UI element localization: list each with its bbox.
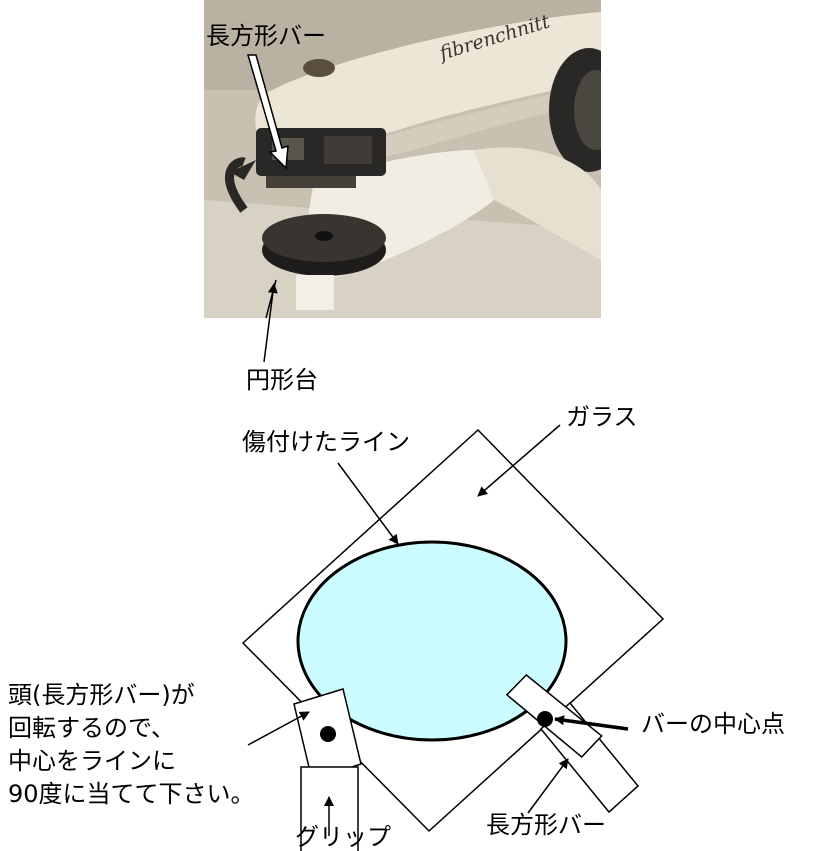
scored-line-ellipse [296,540,568,742]
note-pointer [247,711,310,746]
scored-line-label: 傷付けたライン [242,428,410,456]
scored-line-pointer [337,462,399,545]
glass-pointer [477,424,561,497]
right-bar-center-dot [537,711,553,727]
right-bar-pointer [527,758,569,814]
grip-label: グリップ [295,823,391,851]
circular-base-pointer [263,283,278,363]
tool-upper-arm [255,12,601,150]
bar-center-pointer [554,715,629,731]
left-bar-center-dot [320,726,336,742]
circular-base-label: 円形台 [246,366,318,394]
glass-label: ガラス [566,403,638,431]
rotation-arrow [225,157,248,213]
hollow-arrow [247,54,289,170]
note-line-1: 頭(長方形バー)が [8,681,195,709]
photo-label-rectangular-bar: 長方形バー [206,22,326,50]
rotation-note: 頭(長方形バー)が 回転するので、 中心をラインに 90度に当てて下さい。 [8,679,255,811]
right-bar-label: 長方形バー [486,811,606,839]
note-line-3: 中心をラインに [8,747,176,775]
note-line-4: 90度に当てて下さい。 [8,780,255,808]
tool-photo: fibrenchnitt 長方形バー [204,0,601,318]
note-line-2: 回転するので、 [8,714,176,742]
bar-center-label: バーの中心点 [641,710,785,738]
